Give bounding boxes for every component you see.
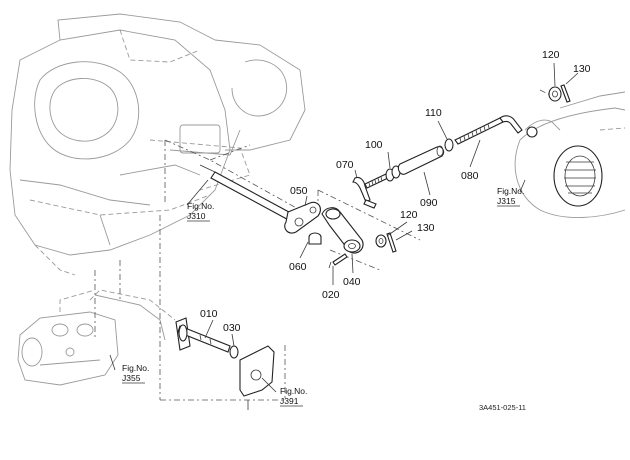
label-030: 030	[223, 322, 241, 334]
part-020-pin	[328, 253, 348, 269]
label-120-lower: 120	[400, 209, 418, 221]
label-130-upper: 130	[573, 63, 591, 75]
engine-housing	[9, 13, 306, 276]
fig-ref-j355: Fig.No. J355	[122, 363, 149, 384]
part-130-cotter-pin-lower	[386, 232, 397, 253]
label-120-upper: 120	[542, 49, 560, 61]
part-120-washer-upper	[548, 86, 562, 102]
label-070: 070	[336, 159, 354, 171]
diagram-code: 3A451-025-11	[479, 403, 526, 412]
label-010: 010	[200, 308, 218, 320]
center-lines	[94, 89, 561, 401]
shift-rod	[199, 164, 301, 225]
part-060-bolt	[308, 232, 322, 245]
fig-ref-j315-title: Fig.No.	[497, 186, 524, 196]
label-100: 100	[365, 139, 383, 151]
threaded-rod-left	[364, 173, 389, 189]
part-070-rod-end	[352, 176, 377, 209]
part-090-sleeve	[397, 145, 445, 175]
label-110: 110	[425, 107, 442, 119]
fig-ref-j391-number: J391	[280, 396, 299, 406]
label-060: 060	[289, 261, 307, 273]
part-040-arm	[321, 207, 364, 254]
part-labels: 050 060 020 040 070 100 090 110 080 120 …	[200, 49, 591, 334]
fig-ref-j315: Fig.No. J315	[497, 186, 524, 207]
part-010-shaft	[175, 317, 231, 353]
fig-ref-j355-number: J355	[122, 373, 141, 383]
fig-ref-j355-title: Fig.No.	[122, 363, 149, 373]
part-110-nut	[444, 138, 454, 152]
fig-ref-j310-title: Fig.No.	[187, 201, 214, 211]
part-120-washer-lower	[375, 234, 387, 248]
label-130-lower: 130	[417, 222, 435, 234]
label-050: 050	[290, 185, 308, 197]
shift-bracket	[239, 345, 275, 410]
fig-ref-j310-number: J310	[187, 211, 206, 221]
label-040: 040	[343, 276, 361, 288]
fig-ref-j315-number: J315	[497, 196, 516, 206]
label-020: 020	[322, 289, 340, 301]
fig-ref-j391: Fig.No. J391	[280, 386, 307, 407]
rear-housing	[514, 91, 626, 218]
part-030-o-ring	[229, 345, 239, 359]
part-050-lever	[284, 201, 321, 234]
fig-ref-j391-title: Fig.No.	[280, 386, 307, 396]
leader-lines	[109, 62, 579, 393]
part-080-rod	[454, 115, 523, 145]
label-080: 080	[461, 170, 479, 182]
fig-ref-j310: Fig.No. J310	[187, 201, 214, 222]
valve-assembly	[17, 289, 176, 386]
part-130-cotter-pin-upper	[560, 84, 571, 103]
label-090: 090	[420, 197, 438, 209]
